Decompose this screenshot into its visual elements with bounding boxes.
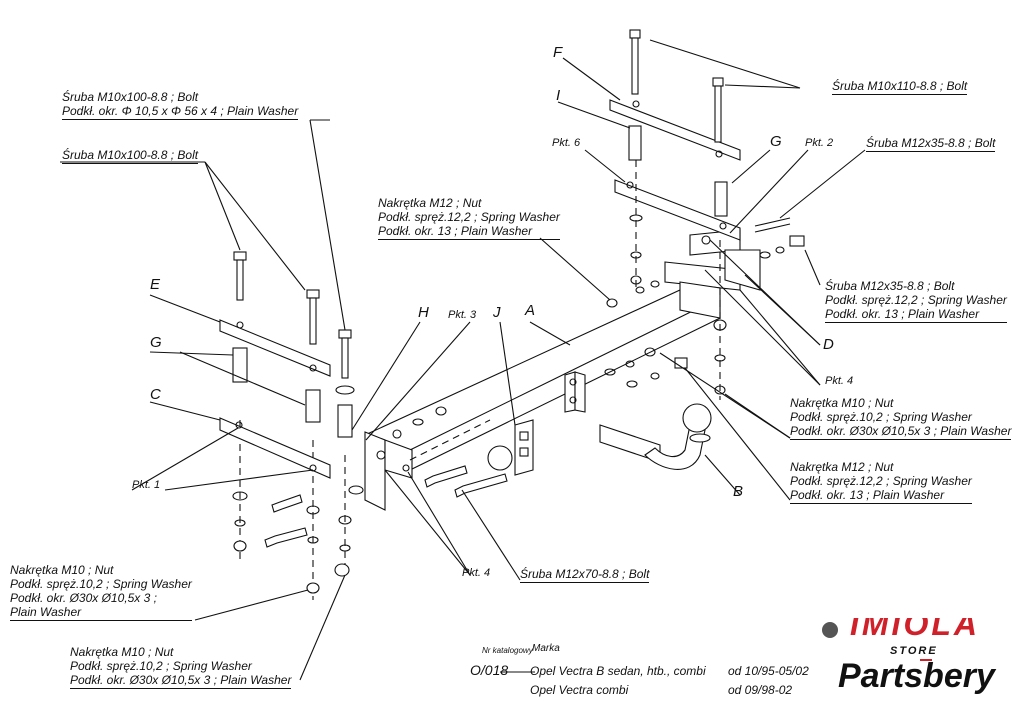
pkt-4-label-right: Pkt. 4 xyxy=(825,375,854,387)
date-row-2: od 09/98-02 xyxy=(728,683,793,697)
model-row-2: Opel Vectra combi xyxy=(530,683,629,697)
label-nut-m12-right: Nakrętka M12 ; Nut Podkł. spręż.12,2 ; S… xyxy=(790,460,972,504)
part-letter-c: C xyxy=(150,386,161,403)
part-letter-g-left: G xyxy=(150,334,162,351)
washers-right xyxy=(629,214,805,395)
model-row-1: Opel Vectra B sedan, htb., combi xyxy=(530,664,706,678)
label-bolt-m10x110: Śruba M10x110-8.8 ; Bolt xyxy=(832,79,968,95)
brand-header: Marka xyxy=(532,643,560,654)
mounting-lugs xyxy=(564,347,688,413)
part-letter-i: I xyxy=(556,87,561,104)
date-row-1: od 10/95-05/02 xyxy=(728,664,809,678)
plate-f xyxy=(609,99,741,161)
bolts-left xyxy=(232,251,355,438)
pkt-4-label-bottom: Pkt. 4 xyxy=(462,567,491,579)
label-nut-m10-left: Nakrętka M10 ; Nut Podkł. spręż.10,2 ; S… xyxy=(10,563,192,621)
plate-pkt6 xyxy=(614,179,741,241)
part-letter-a: A xyxy=(525,302,536,319)
label-nut-m12-top: Nakrętka M12 ; Nut Podkł. spręż.12,2 ; S… xyxy=(378,196,560,240)
leader-lines xyxy=(60,39,866,681)
label-bolt-m12x35-right: Śruba M12x35-8.8 ; Bolt Podkł. spręż.12,… xyxy=(825,279,1007,323)
part-letter-g-right: G xyxy=(770,133,782,150)
brand-logo xyxy=(822,622,838,638)
label-nut-m10-right: Nakrętka M10 ; Nut Podkł. spręż.10,2 ; S… xyxy=(790,396,1012,440)
left-side-bracket xyxy=(364,431,413,511)
bolts-top-right xyxy=(628,29,728,217)
plate-c xyxy=(219,417,331,479)
part-letter-j: J xyxy=(493,304,501,321)
part-letter-b: B xyxy=(733,483,744,500)
plate-e xyxy=(219,319,331,377)
label-bolt-m12x70: Śruba M12x70-8.8 ; Bolt xyxy=(520,567,650,583)
pkt-1-label: Pkt. 1 xyxy=(132,479,161,491)
bolts-horizontal xyxy=(264,280,660,548)
label-nut-m10-bottom: Nakrętka M10 ; Nut Podkł. spręż.10,2 ; S… xyxy=(70,645,292,689)
catalog-number: O/018 xyxy=(470,662,509,678)
washers-left xyxy=(232,485,364,594)
watermark: STORE Partsbery xyxy=(838,645,995,695)
pkt-6-label: Pkt. 6 xyxy=(552,137,581,149)
pkt-3-label: Pkt. 3 xyxy=(448,309,477,321)
part-letter-e: E xyxy=(150,276,161,293)
part-letter-h: H xyxy=(418,304,429,321)
catalog-number-header: Nr katalogowy xyxy=(482,646,533,655)
socket-plate xyxy=(487,419,534,476)
brand-logo-text: IMIOLA xyxy=(850,618,980,638)
label-bolt-m12x35-top: Śruba M12x35-8.8 ; Bolt xyxy=(866,136,996,152)
part-letter-f: F xyxy=(553,44,563,61)
label-bolt-m10x100-washer: Śruba M10x100-8.8 ; Bolt Podkł. okr. Φ 1… xyxy=(62,90,299,120)
part-letter-d: D xyxy=(823,336,834,353)
label-bolt-m10x100: Śruba M10x100-8.8 ; Bolt xyxy=(62,148,199,164)
pkt-2-label: Pkt. 2 xyxy=(805,137,834,149)
tow-ball xyxy=(599,403,712,470)
